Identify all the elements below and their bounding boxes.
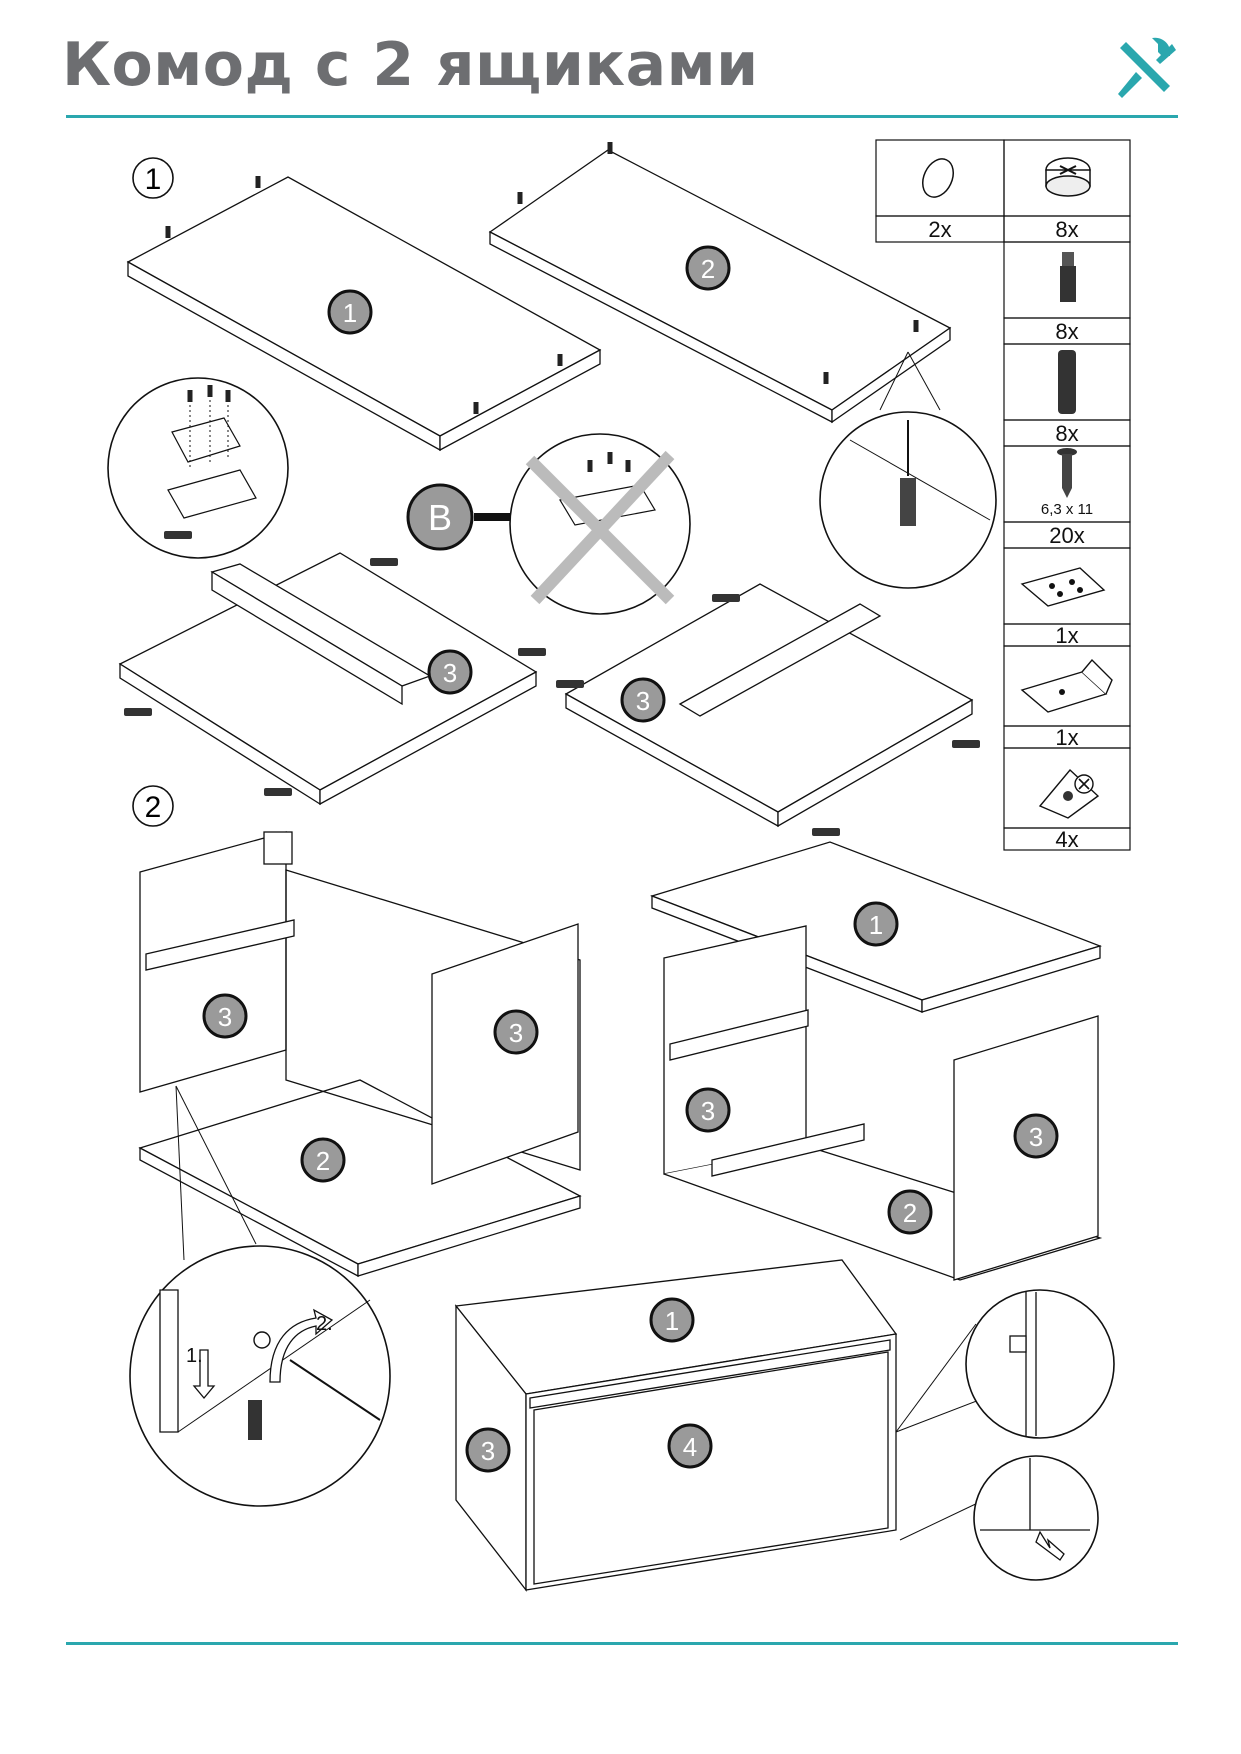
hinge-detail-circle: [895, 1289, 1115, 1439]
callout-letter: B: [428, 497, 452, 538]
screw-size: 6,3 x 11: [1041, 501, 1093, 518]
assembly-left: [138, 831, 582, 1278]
hardware-icons: [922, 157, 1113, 819]
qty-screw: 20x: [1049, 523, 1084, 548]
step-2-section: 2 3 3 2 1 3: [129, 785, 1115, 1592]
cam-lock-detail-circle: 1. 2.: [129, 1085, 391, 1507]
corner-connector-icon: [1038, 768, 1100, 819]
tools-icon: [1118, 37, 1176, 98]
arrow-step-2: 2.: [316, 1313, 333, 1335]
screw-detail-circle: [819, 351, 997, 589]
panel-3-label-d: 3: [509, 1018, 523, 1048]
panel-3-label-e: 3: [701, 1096, 715, 1126]
qty-cam-lock: 8x: [1055, 217, 1078, 242]
panel-3-label-a: 3: [443, 658, 457, 688]
qty-cap: 2x: [928, 217, 951, 242]
bracket-plate-icon: [1020, 567, 1106, 607]
page-title: Комод с 2 ящиками: [62, 30, 759, 100]
qty-cam-bolt: 8x: [1055, 319, 1078, 344]
panel-3-label-b: 3: [636, 686, 650, 716]
panel-2-label: 2: [701, 254, 715, 284]
footer-divider: [66, 1642, 1178, 1645]
side-panel-3-right: 3: [556, 583, 980, 836]
header-divider: [66, 115, 1178, 118]
hardware-quantities: 2x 8x 8x 8x 6,3 x 11 20x 1x 1x 4x: [928, 217, 1093, 852]
hardware-table: [875, 139, 1131, 851]
screw-icon: [1057, 448, 1077, 498]
foot-detail-circle: [899, 1455, 1099, 1581]
panel-1-label-b: 1: [869, 910, 883, 940]
step-1-section: 1 1 2 B: [107, 142, 997, 836]
cam-bolt-icon: [1060, 252, 1076, 302]
panel-1-label: 1: [343, 298, 357, 328]
panel-2-label-b: 2: [316, 1146, 330, 1176]
panel-4-label: 4: [683, 1432, 697, 1462]
wrong-way-detail: [509, 433, 691, 615]
qty-bracket-plate: 1x: [1055, 623, 1078, 648]
panel-1-label-c: 1: [665, 1306, 679, 1336]
qty-corner-connector: 4x: [1055, 827, 1078, 852]
qty-bracket-hook: 1x: [1055, 725, 1078, 750]
side-panel-3-left: 3: [118, 552, 546, 806]
panel-3-label-g: 3: [481, 1436, 495, 1466]
panel-3-label-c: 3: [218, 1002, 232, 1032]
assembly-final: [454, 1259, 898, 1592]
panel-3-label-f: 3: [1029, 1122, 1043, 1152]
step-2-badge: 2: [145, 791, 162, 824]
cam-lock-icon: [1045, 157, 1091, 197]
bracket-hook-icon: [1020, 658, 1113, 713]
cap-icon: [922, 158, 954, 198]
qty-dowel: 8x: [1055, 421, 1078, 446]
dowel-icon: [1058, 350, 1076, 414]
step-1-badge: 1: [145, 163, 162, 196]
panel-2-label-c: 2: [903, 1198, 917, 1228]
arrow-step-1: 1.: [186, 1345, 203, 1367]
bracket-detail-circle: [107, 377, 289, 559]
